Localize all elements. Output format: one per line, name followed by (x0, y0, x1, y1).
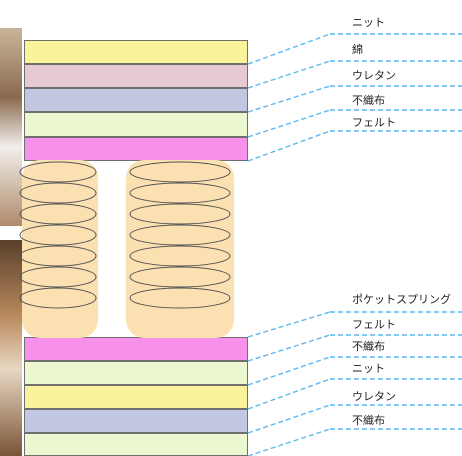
coil-left-0 (19, 161, 97, 183)
coil-left-6 (19, 287, 97, 309)
photo-strip-top (0, 28, 22, 226)
layer-felt-bottom (24, 337, 248, 361)
leader-top-diagonal-2 (247, 85, 331, 113)
spring-coils (19, 161, 231, 309)
coil-right-6 (129, 287, 231, 309)
label-nonwoven-bottom-2: 不織布 (352, 414, 385, 427)
label-nonwoven-bottom-1: 不織布 (352, 340, 385, 353)
coil-right-4 (129, 245, 231, 267)
coil-left-2 (19, 203, 97, 225)
leader-lines (247, 33, 462, 456)
label-urethane-bottom: ウレタン (352, 390, 396, 403)
coil-right-2 (129, 203, 231, 225)
spring-body-left (22, 160, 98, 338)
leader-bottom-diagonal-2 (247, 356, 331, 386)
coil-left-4 (19, 245, 97, 267)
leader-bottom-diagonal-4 (247, 404, 331, 434)
label-nonwoven-top: 不織布 (352, 94, 385, 107)
leader-bottom-diagonal-0 (247, 311, 331, 338)
leader-top-diagonal-1 (247, 60, 331, 89)
label-cotton-top: 綿 (352, 43, 363, 56)
leader-top-diagonal-3 (247, 109, 331, 138)
label-urethane-top: ウレタン (352, 69, 396, 82)
leader-top-diagonal-4 (247, 130, 331, 162)
coil-right-5 (129, 266, 231, 288)
coil-right-0 (129, 161, 231, 183)
coil-left-1 (19, 182, 97, 204)
layer-urethane-top (24, 88, 248, 112)
coil-right-3 (129, 224, 231, 246)
label-pocket-spring: ポケットスプリング (352, 293, 451, 306)
layer-nonwoven-top (24, 112, 248, 137)
leader-top-diagonal-0 (247, 33, 331, 65)
coil-left-3 (19, 224, 97, 246)
layer-urethane-bottom (24, 409, 248, 433)
layer-felt-top (24, 137, 248, 161)
photo-strip-bottom (0, 240, 22, 456)
spring-body-right (126, 160, 234, 338)
leader-bottom-diagonal-3 (247, 378, 331, 410)
leader-bottom-diagonal-1 (247, 334, 331, 362)
coil-right-1 (129, 182, 231, 204)
coil-left-5 (19, 266, 97, 288)
label-knit-top: ニット (352, 16, 385, 29)
label-felt-bottom: フェルト (352, 318, 396, 331)
layer-nonwoven-bottom-1 (24, 361, 248, 385)
layer-cotton-top (24, 64, 248, 88)
layer-knit-bottom (24, 385, 248, 409)
label-knit-bottom: ニット (352, 362, 385, 375)
leader-bottom-diagonal-5 (247, 428, 331, 456)
label-felt-top: フェルト (352, 116, 396, 129)
layer-knit-top (24, 40, 248, 64)
